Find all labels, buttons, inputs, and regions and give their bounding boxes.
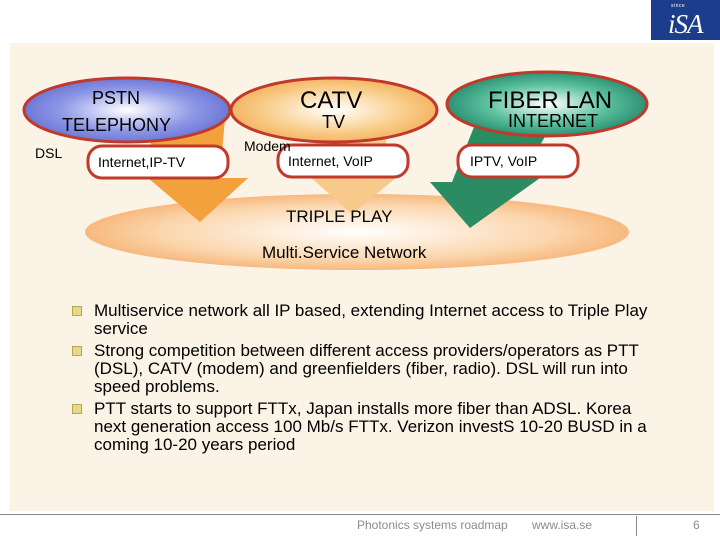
dsl-label: DSL — [35, 145, 63, 161]
fiber-lan-label: FIBER LAN — [488, 87, 613, 114]
footer-rule — [0, 514, 720, 515]
triple-play-oval — [85, 194, 629, 270]
bullet-item: Strong competition between different acc… — [72, 342, 652, 396]
footer-url: www.isa.se — [532, 518, 593, 532]
tv-label: TV — [322, 112, 346, 132]
bullet-text: Strong competition between different acc… — [94, 341, 639, 396]
pstn-services-box — [86, 144, 230, 180]
pstn-services-label: Internet,IP-TV — [98, 154, 186, 170]
footer-title: Photonics systems roadmap — [357, 518, 508, 532]
catv-oval — [229, 76, 439, 144]
bullet-square-icon — [72, 306, 82, 316]
catv-services-box — [276, 143, 410, 179]
bullet-square-icon — [72, 346, 82, 356]
bullet-text: PTT starts to support FTTx, Japan instal… — [94, 399, 647, 454]
multiservice-network-label: Multi.Service Network — [262, 243, 427, 262]
bullet-square-icon — [72, 404, 82, 414]
footer-divider — [636, 516, 637, 536]
logo-wordmark: iSA — [668, 9, 703, 39]
logo-small-text: since — [671, 3, 686, 9]
pstn-label: PSTN — [92, 88, 141, 108]
modem-label: Modem — [244, 138, 291, 154]
catv-services-label: Internet, VoIP — [288, 153, 373, 169]
bullet-text: Multiservice network all IP based, exten… — [94, 301, 648, 338]
catv-label: CATV — [300, 87, 363, 114]
triple-play-diagram — [22, 70, 649, 270]
bullet-item: Multiservice network all IP based, exten… — [72, 302, 652, 338]
fiber-lan-oval — [445, 70, 649, 138]
triple-play-label: TRIPLE PLAY — [286, 207, 393, 226]
page-number: 6 — [693, 518, 700, 532]
telephony-label: TELEPHONY — [62, 115, 172, 135]
bullet-item: PTT starts to support FTTx, Japan instal… — [72, 400, 652, 454]
internet-label: INTERNET — [508, 111, 598, 131]
fiber-services-label: IPTV, VoIP — [470, 153, 538, 169]
fiber-services-box — [456, 143, 580, 179]
isa-logo: since iSA — [651, 0, 720, 40]
bullet-list: Multiservice network all IP based, exten… — [72, 302, 652, 458]
